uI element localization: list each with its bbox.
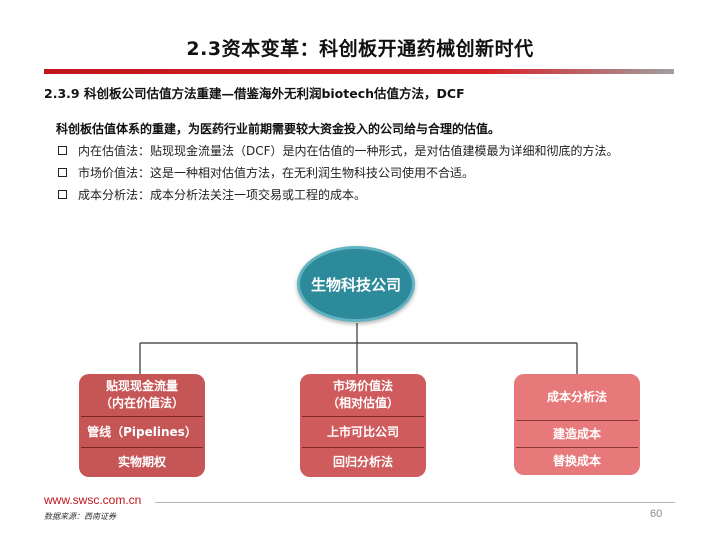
branch-item: 上市可比公司 (326, 424, 399, 439)
cell-divider (81, 447, 203, 448)
root-label: 生物科技公司 (310, 275, 401, 294)
intro-text: 科创板估值体系的重建，为医药行业前期需要较大资金投入的公司给与合理的估值。 (56, 122, 501, 136)
branch-title: 贴现现金流量 （内在价值法） (79, 374, 205, 416)
branch-title-line: 成本分析法 (546, 389, 607, 404)
bullet-text: 内在估值法：贴现现金流量法（DCF）是内在估值的一种形式，是对估值建模最为详细和… (78, 144, 619, 158)
title-divider (44, 69, 674, 74)
bullet-item: 市场价值法：这是一种相对估值方法，在无利润生物科技公司使用不合适。 (56, 163, 681, 183)
cell-divider (516, 447, 638, 448)
root-node: 生物科技公司 (297, 246, 415, 322)
cell-divider (302, 416, 424, 417)
branch-cost-analysis: 成本分析法 建造成本 替换成本 (514, 374, 640, 475)
footer-source: 数据来源：西南证券 (44, 512, 116, 521)
bullet-list: 内在估值法：贴现现金流量法（DCF）是内在估值的一种形式，是对估值建模最为详细和… (56, 141, 681, 207)
branch-title: 市场价值法 （相对估值） (300, 374, 426, 416)
branch-item: 建造成本 (552, 426, 601, 441)
square-bullet-icon (58, 168, 67, 177)
branch-title: 成本分析法 (514, 374, 640, 420)
branch-title-line: （相对估值） (326, 396, 399, 410)
footer-url[interactable]: www.swsc.com.cn (44, 493, 142, 507)
footer-divider (155, 502, 675, 503)
branch-title-line: 贴现现金流量 (105, 379, 178, 393)
branch-item: 实物期权 (117, 455, 166, 469)
cell-divider (302, 447, 424, 448)
branch-title-line: （内在价值法） (99, 396, 184, 410)
bullet-item: 内在估值法：贴现现金流量法（DCF）是内在估值的一种形式，是对估值建模最为详细和… (56, 141, 681, 161)
bullet-text: 市场价值法：这是一种相对估值方法，在无利润生物科技公司使用不合适。 (78, 166, 475, 180)
square-bullet-icon (58, 190, 67, 199)
section-heading: 2.3.9 科创板公司估值方法重建—借鉴海外无利润biotech估值方法，DCF (44, 86, 465, 101)
bullet-text: 成本分析法：成本分析法关注一项交易或工程的成本。 (78, 188, 367, 202)
cell-divider (81, 416, 203, 417)
bullet-item: 成本分析法：成本分析法关注一项交易或工程的成本。 (56, 185, 681, 205)
branch-title-line: 市场价值法 (332, 379, 393, 393)
branch-item: 替换成本 (552, 454, 601, 468)
cell-divider (516, 420, 638, 421)
square-bullet-icon (58, 146, 67, 155)
page-number: 60 (650, 508, 663, 520)
branch-dcf: 贴现现金流量 （内在价值法） 管线（Pipelines） 实物期权 (79, 374, 205, 477)
branch-item: 管线（Pipelines） (87, 424, 197, 439)
branch-item: 回归分析法 (332, 455, 393, 469)
branch-market-value: 市场价值法 （相对估值） 上市可比公司 回归分析法 (300, 374, 426, 477)
slide-title: 2.3资本变革：科创板开通药械创新时代 (186, 38, 534, 60)
